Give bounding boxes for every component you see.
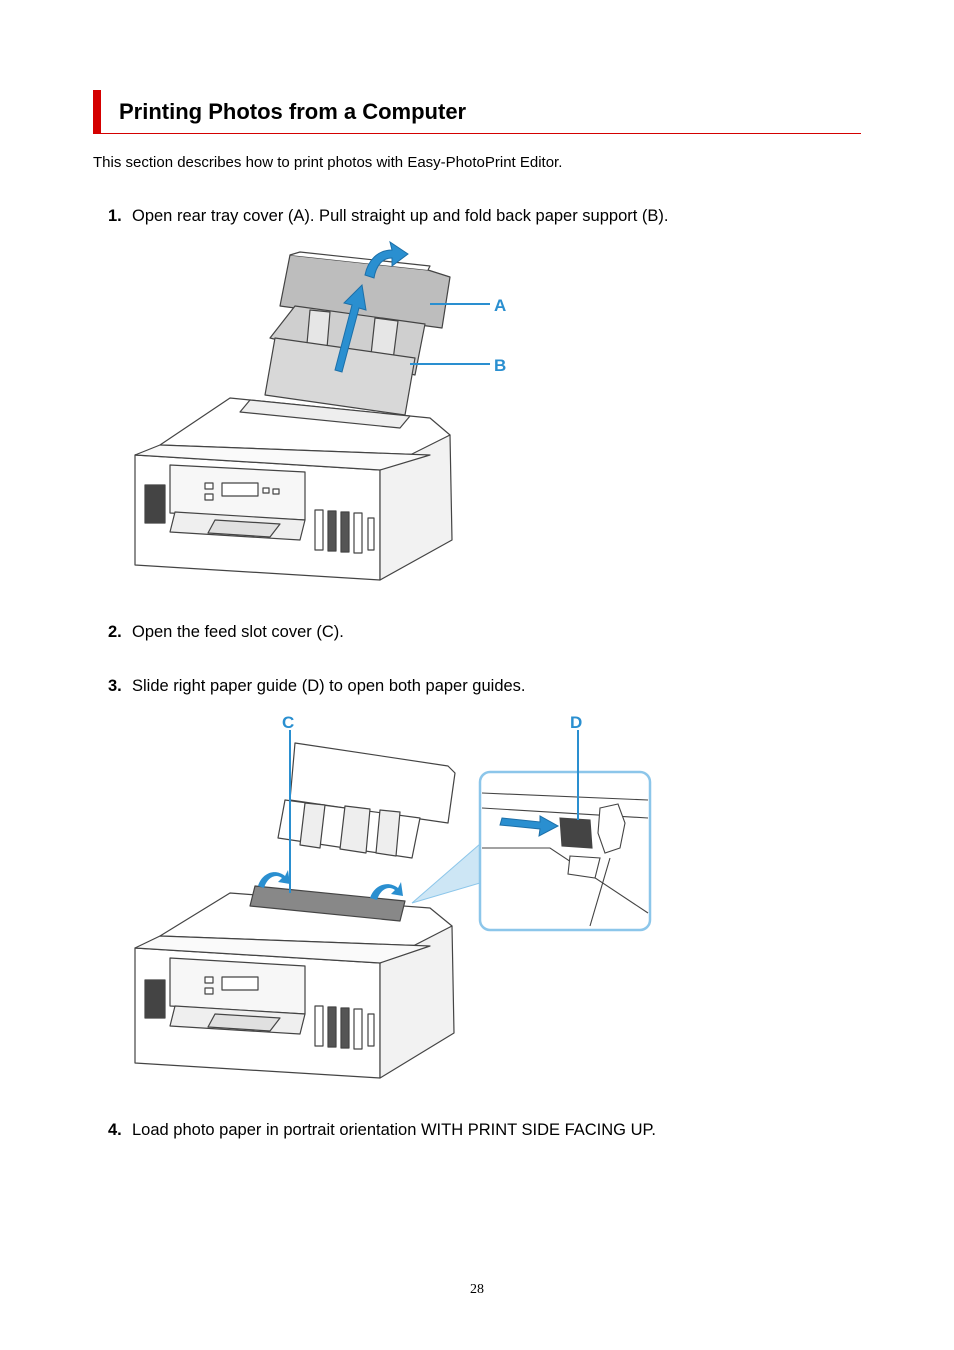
- step-number: 1.: [108, 207, 122, 225]
- intro-paragraph: This section describes how to print phot…: [93, 154, 563, 171]
- printer-rear-tray-illustration: A B: [134, 240, 506, 581]
- heading-underline: [101, 133, 861, 134]
- step-number: 4.: [108, 1121, 122, 1139]
- step-number: 3.: [108, 677, 122, 695]
- step-2: 2. Open the feed slot cover (C).: [108, 622, 344, 642]
- label-b: B: [494, 356, 506, 375]
- label-a: A: [494, 296, 506, 315]
- feed-slot-paper-guide-illustration: C D: [134, 713, 652, 1079]
- step-text: Load photo paper in portrait orientation…: [132, 1121, 656, 1139]
- label-d: D: [570, 713, 582, 732]
- step-text: Open the feed slot cover (C).: [132, 623, 344, 641]
- page-number: 28: [470, 1282, 484, 1297]
- step-3: 3. Slide right paper guide (D) to open bo…: [108, 676, 526, 696]
- heading-accent-bar: [93, 90, 101, 134]
- step-1: 1. Open rear tray cover (A). Pull straigh…: [108, 206, 669, 226]
- label-c: C: [282, 713, 294, 732]
- step-text: Open rear tray cover (A). Pull straight …: [132, 207, 669, 225]
- page-title: Printing Photos from a Computer: [119, 99, 467, 124]
- step-number: 2.: [108, 623, 122, 641]
- step-4: 4. Load photo paper in portrait orientati…: [108, 1120, 656, 1140]
- step-text: Slide right paper guide (D) to open both…: [132, 677, 526, 695]
